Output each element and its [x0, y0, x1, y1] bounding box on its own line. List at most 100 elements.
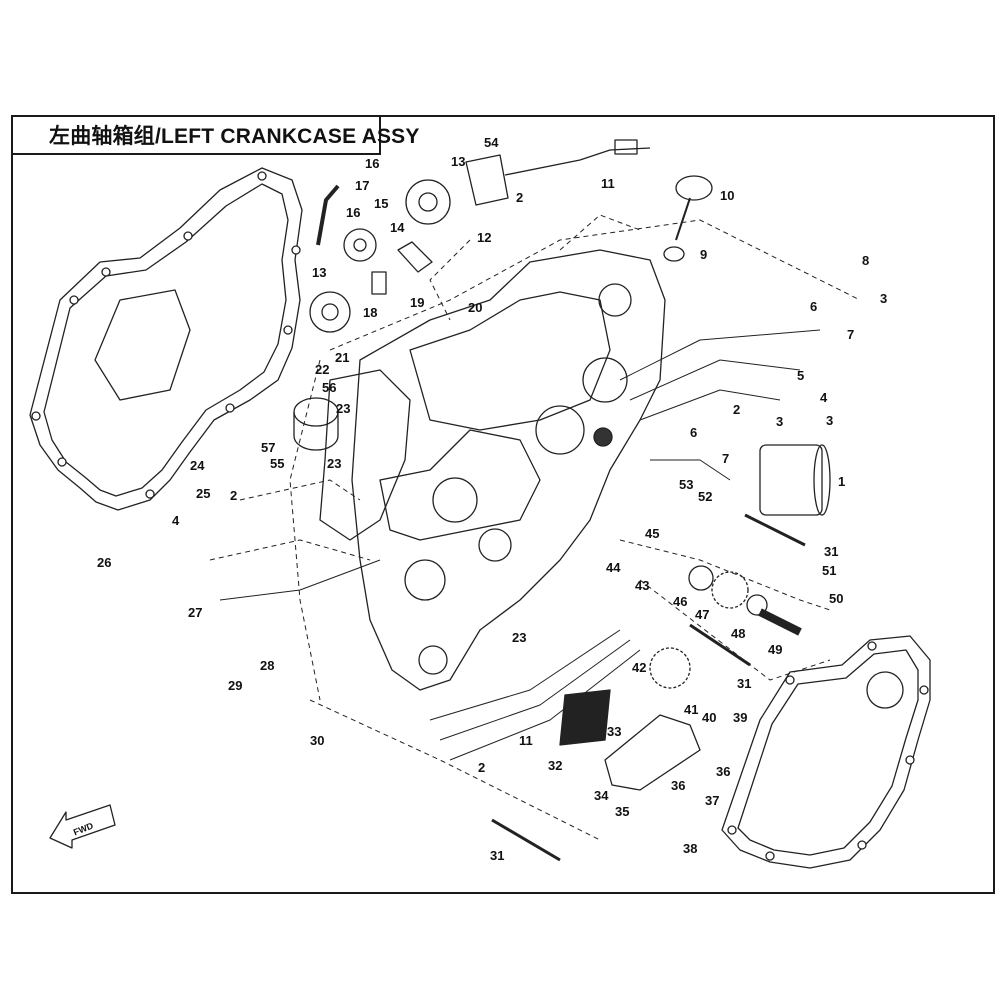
callout-53: 53 — [679, 477, 693, 492]
callout-52: 52 — [698, 489, 712, 504]
callout-10: 10 — [720, 188, 734, 203]
guide-line — [329, 219, 861, 351]
bearing-sleeve-end — [293, 397, 339, 427]
callout-4: 4 — [172, 513, 180, 528]
crankcase-bore — [582, 357, 628, 403]
left-gasket-window — [94, 289, 191, 401]
guide-line — [429, 239, 471, 321]
callout-25: 25 — [196, 486, 210, 501]
shaft-49 — [758, 608, 802, 636]
callout-24: 24 — [190, 458, 205, 473]
guide-line — [559, 214, 641, 251]
callout-56: 56 — [322, 380, 336, 395]
right-gasket-bolt-hole — [727, 825, 737, 835]
o-ring-9 — [663, 246, 685, 262]
crankcase-bore — [598, 283, 632, 317]
callout-13: 13 — [312, 265, 326, 280]
bearing-13-lower-inner — [321, 303, 339, 321]
callout-26: 26 — [97, 555, 111, 570]
left-bearing-plate — [319, 369, 411, 541]
callout-31: 31 — [824, 544, 838, 559]
callout-16: 16 — [346, 205, 360, 220]
callout-9: 9 — [700, 247, 707, 262]
crankcase-bore — [535, 405, 585, 455]
callout-41: 41 — [684, 702, 698, 717]
leader-line — [629, 359, 801, 401]
left-gasket-bolt-hole — [145, 489, 155, 499]
crankcase-body — [351, 249, 666, 691]
callout-3: 3 — [776, 414, 783, 429]
right-gasket-outline — [721, 635, 931, 869]
callout-44: 44 — [606, 560, 621, 575]
callout-45: 45 — [645, 526, 659, 541]
callout-5: 5 — [797, 368, 804, 383]
bearing-13-upper-inner — [418, 192, 438, 212]
callout-6: 6 — [810, 299, 817, 314]
bolt-31-bottom — [491, 818, 561, 862]
callout-2: 2 — [516, 190, 523, 205]
left-gasket-bolt-hole — [69, 295, 79, 305]
fwd-arrow — [49, 804, 116, 849]
oil-filter-end — [813, 444, 831, 516]
callout-15: 15 — [374, 196, 388, 211]
callout-49: 49 — [768, 642, 782, 657]
left-gasket-bolt-hole — [101, 267, 111, 277]
oil-pump-plate — [604, 714, 701, 791]
callout-31: 31 — [490, 848, 504, 863]
callout-16: 16 — [365, 156, 379, 171]
fwd-label: FWD — [72, 820, 95, 837]
left-gasket-bolt-hole — [283, 325, 293, 335]
callout-3: 3 — [826, 413, 833, 428]
guide-line — [289, 359, 321, 701]
callout-47: 47 — [695, 607, 709, 622]
pressure-switch — [371, 271, 387, 295]
callout-36: 36 — [716, 764, 730, 779]
callout-29: 29 — [228, 678, 242, 693]
callout-21: 21 — [335, 350, 349, 365]
callout-37: 37 — [705, 793, 719, 808]
gear-46 — [688, 565, 714, 591]
callout-17: 17 — [355, 178, 369, 193]
callout-27: 27 — [188, 605, 202, 620]
callout-38: 38 — [683, 841, 697, 856]
leader-line — [650, 459, 731, 481]
callout-48: 48 — [731, 626, 745, 641]
bearing-13-lower — [309, 291, 351, 333]
callout-8: 8 — [862, 253, 869, 268]
callout-28: 28 — [260, 658, 274, 673]
callout-7: 7 — [847, 327, 854, 342]
callout-55: 55 — [270, 456, 284, 471]
crankcase-seal — [593, 427, 613, 447]
crankcase-bore — [478, 528, 512, 562]
speed-sensor-cable — [504, 147, 651, 176]
gear-47 — [711, 571, 749, 609]
left-gasket-bolt-hole — [291, 245, 301, 255]
sleeve-14 — [397, 241, 433, 273]
guide-line — [619, 539, 831, 611]
callout-42: 42 — [632, 660, 646, 675]
callout-2: 2 — [478, 760, 485, 775]
leader-line — [449, 649, 641, 761]
speed-sensor-connector — [614, 139, 638, 155]
callout-23: 23 — [336, 401, 350, 416]
callout-51: 51 — [822, 563, 836, 578]
oil-dipstick — [675, 197, 691, 241]
callout-23: 23 — [327, 456, 341, 471]
leader-line — [429, 629, 621, 721]
oil-filter — [759, 444, 823, 516]
callout-57: 57 — [261, 440, 275, 455]
crankcase-bore — [418, 645, 448, 675]
callout-35: 35 — [615, 804, 629, 819]
callout-30: 30 — [310, 733, 324, 748]
right-gasket-bolt-hole — [905, 755, 915, 765]
callout-31: 31 — [737, 676, 751, 691]
crankcase-bore — [404, 559, 446, 601]
diagram-title: 左曲轴箱组/LEFT CRANKCASE ASSY — [49, 125, 420, 148]
left-gasket-bolt-hole — [225, 403, 235, 413]
guide-line — [639, 579, 831, 681]
leader-line — [219, 559, 381, 601]
guide-line — [309, 699, 601, 841]
leader-line — [619, 329, 821, 381]
bearing-sleeve-body — [293, 412, 339, 451]
callout-32: 32 — [548, 758, 562, 773]
